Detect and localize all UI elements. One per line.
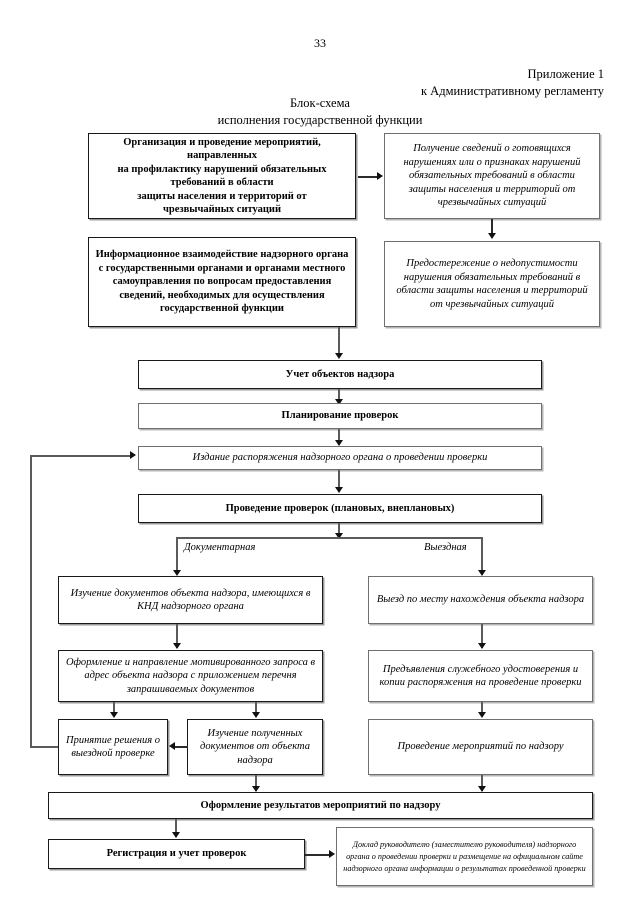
arrow-results-to-registration (172, 832, 180, 838)
node-warning: Предостережение о недопустимости нарушен… (384, 241, 600, 327)
arrow-accounting-to-planning (335, 399, 343, 405)
node-order-issue-label: Издание распоряжения надзорного органа о… (192, 452, 488, 464)
node-report-label: Доклад руководителю (заместителю руковод… (343, 839, 586, 873)
connector-studyreceived-to-decision (172, 746, 188, 748)
appendix-block: Приложение 1 к Административному регламе… (421, 66, 604, 100)
node-registration: Регистрация и учет проверок (48, 839, 305, 869)
branch-label-documentary: Документарная (184, 542, 256, 553)
node-information-exchange-label: Информационное взаимодействие надзорного… (95, 249, 349, 315)
arrow-sitevisit-to-presentid (478, 643, 486, 649)
node-registration-label: Регистрация и учет проверок (106, 848, 247, 860)
node-report: Доклад руководителю (заместителю руковод… (336, 827, 593, 886)
arrow-planning-to-order (335, 440, 343, 446)
node-inspections-label: Проведение проверок (плановых, внепланов… (225, 502, 455, 514)
connector-infoexchange-to-accounting (338, 327, 340, 356)
node-inspection-planning-label: Планирование проверок (281, 410, 399, 422)
node-decision-onsite: Принятие решения о выездной проверке (58, 719, 168, 775)
page-number: 33 (314, 36, 326, 50)
arrow-branch-documentary (173, 570, 181, 576)
node-warning-label: Предостережение о недопустимости нарушен… (396, 258, 588, 310)
feedback-loop-bottom (30, 746, 58, 748)
connector-order-to-inspections (338, 470, 340, 492)
node-motivated-request: Оформление и направление мотивированного… (58, 650, 323, 702)
title-line-2: исполнения государственной функции (217, 113, 423, 127)
connector-docstudy-to-request (176, 624, 178, 648)
node-study-received-documents: Изучение полученных документов от объект… (187, 719, 323, 775)
arrow-request-to-decision (110, 712, 118, 718)
node-supervision-actions-label: Проведение мероприятий по надзору (397, 741, 564, 753)
node-present-identification: Предъявления служебного удостоверения и … (368, 650, 593, 702)
branch-label-onsite: Выездная (424, 542, 467, 553)
arrow-receive-to-warning (488, 233, 496, 239)
connector-request-to-decision (113, 702, 115, 716)
arrow-docstudy-to-request (173, 643, 181, 649)
node-order-issue: Издание распоряжения надзорного органа о… (138, 446, 542, 470)
arrow-org-to-receive (377, 172, 383, 180)
node-organization-prevention: Организация и проведение мероприятий, на… (88, 133, 356, 219)
arrow-presentid-to-supervision (478, 712, 486, 718)
node-inspection-planning: Планирование проверок (138, 403, 542, 429)
arrow-studyreceived-to-results (252, 786, 260, 792)
appendix-line-1: Приложение 1 (527, 67, 604, 81)
node-results-formalization-label: Оформление результатов мероприятий по на… (200, 799, 441, 811)
connector-planning-to-order (338, 429, 340, 445)
node-results-formalization: Оформление результатов мероприятий по на… (48, 792, 593, 819)
node-receive-information-label: Получение сведений о готовящихся нарушен… (403, 143, 581, 209)
arrow-inspections-split (335, 533, 343, 539)
node-accounting-objects-label: Учет объектов надзора (285, 368, 395, 380)
document-title: Блок-схема исполнения государственной фу… (0, 95, 640, 129)
connector-presentid-to-supervision (481, 702, 483, 716)
title-line-1: Блок-схема (290, 96, 350, 110)
connector-supervision-to-results (481, 775, 483, 791)
arrow-order-to-inspections (335, 487, 343, 493)
arrow-registration-to-report (329, 850, 335, 858)
node-information-exchange: Информационное взаимодействие надзорного… (88, 237, 356, 327)
node-inspections: Проведение проверок (плановых, внепланов… (138, 494, 542, 523)
connector-results-to-registration (175, 819, 177, 837)
arrow-request-to-studyreceived (252, 712, 260, 718)
node-present-identification-label: Предъявления служебного удостоверения и … (379, 663, 582, 689)
arrow-studyreceived-to-decision (169, 742, 175, 750)
node-receive-information: Получение сведений о готовящихся нарушен… (384, 133, 600, 219)
feedback-loop-top (30, 455, 130, 457)
node-site-visit-label: Выезд по месту нахождения объекта надзор… (376, 594, 585, 606)
feedback-loop-vertical (30, 455, 32, 747)
connector-registration-to-report (305, 854, 330, 856)
node-accounting-objects: Учет объектов надзора (138, 360, 542, 389)
arrow-infoexchange-to-accounting (335, 353, 343, 359)
node-motivated-request-label: Оформление и направление мотивированного… (65, 656, 316, 695)
connector-inspections-down (338, 523, 340, 537)
branch-horizontal-bar (176, 537, 482, 539)
connector-sitevisit-to-presentid (481, 624, 483, 648)
branch-right-stem (481, 537, 483, 574)
node-document-study-label: Изучение документов объекта надзора, име… (70, 587, 311, 613)
node-site-visit: Выезд по месту нахождения объекта надзор… (368, 576, 593, 624)
node-decision-onsite-label: Принятие решения о выездной проверке (65, 734, 160, 760)
node-supervision-actions: Проведение мероприятий по надзору (368, 719, 593, 775)
arrow-branch-onsite (478, 570, 486, 576)
connector-accounting-to-planning (338, 389, 340, 403)
node-organization-prevention-label: Организация и проведение мероприятий, на… (117, 136, 327, 216)
arrow-supervision-to-results (478, 786, 486, 792)
connector-org-to-receive (358, 176, 378, 178)
arrow-feedback-to-order (130, 451, 136, 459)
node-document-study: Изучение документов объекта надзора, име… (58, 576, 323, 624)
appendix-line-2: к Административному регламенту (420, 84, 604, 98)
connector-receive-to-warning (491, 219, 493, 235)
connector-request-to-studyreceived (255, 702, 257, 716)
connector-studyreceived-to-results (255, 775, 257, 791)
branch-left-stem (176, 537, 178, 574)
node-study-received-documents-label: Изучение полученных документов от объект… (200, 727, 310, 766)
